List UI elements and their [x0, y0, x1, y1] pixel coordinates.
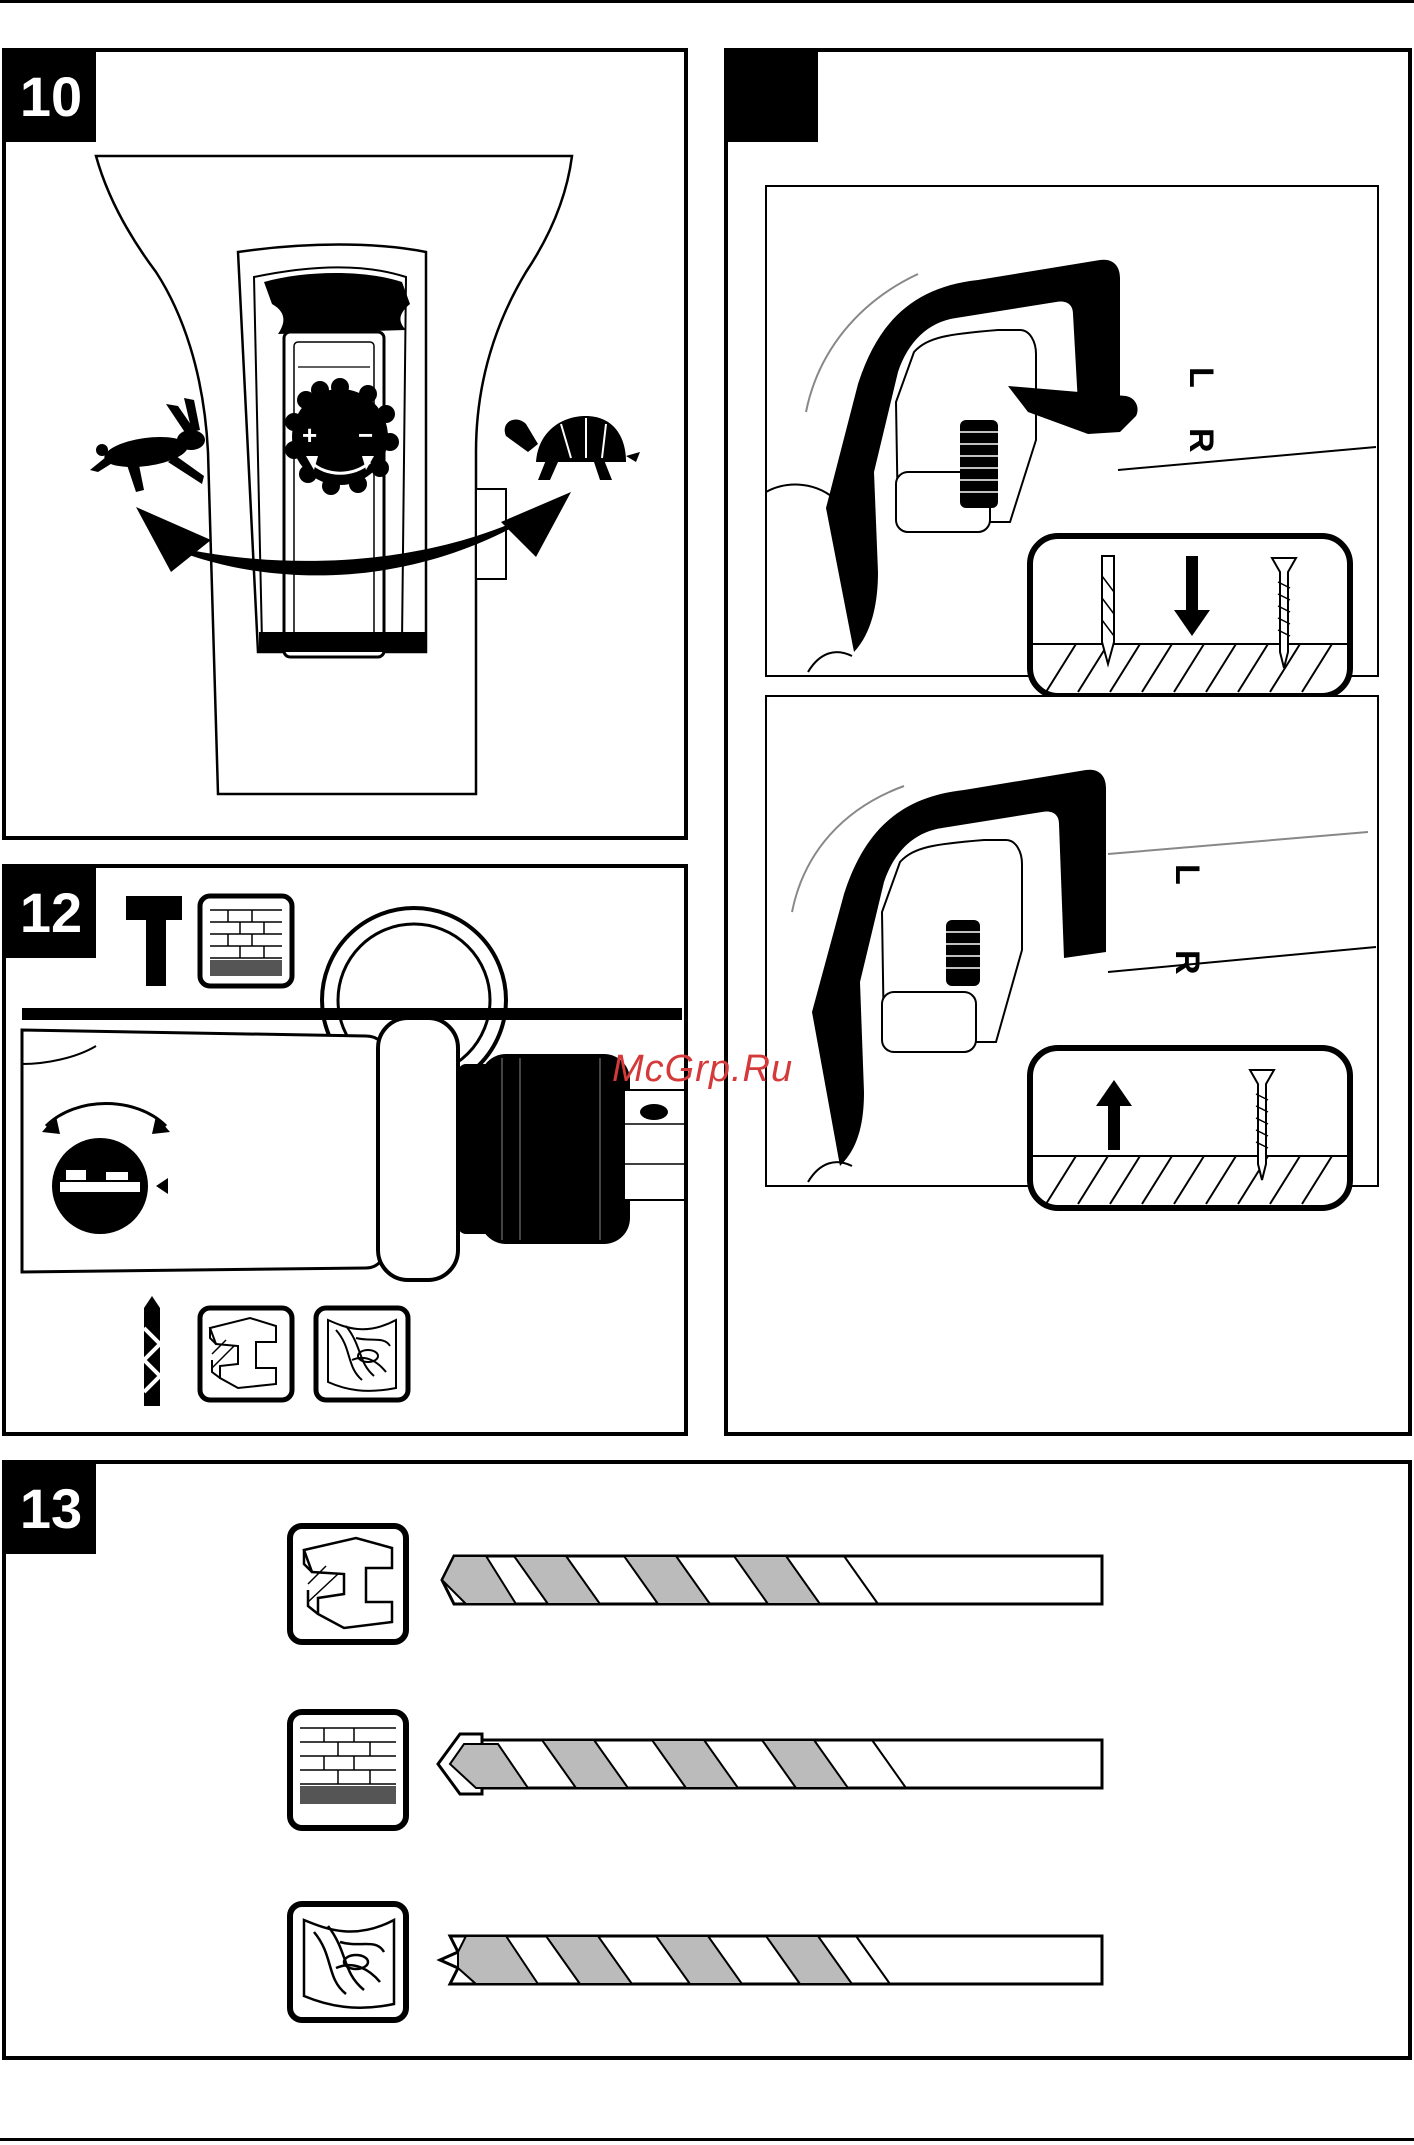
panel-11-rotation-direction: L R — [724, 48, 1412, 1436]
masonry-bit-row — [290, 1712, 1102, 1828]
direction-left-label-bottom: L — [1168, 864, 1206, 885]
panel-12-mode-selector: 12 — [2, 864, 688, 1436]
steel-beam-icon — [290, 1526, 406, 1642]
forward-rotation-scene: L R — [766, 186, 1378, 696]
direction-right-label-bottom: R — [1168, 950, 1206, 975]
brick-wall-icon — [290, 1712, 406, 1828]
hare-icon — [90, 398, 205, 492]
panel-13-drill-bits: 13 — [2, 1460, 1412, 2060]
wood-grain-icon — [290, 1904, 406, 2020]
dial-minus-label: − — [358, 420, 373, 450]
speed-dial-illustration: + − — [6, 52, 688, 840]
wood-bit-row — [290, 1904, 1102, 2020]
chuck — [458, 1054, 630, 1244]
mode-selector-illustration — [6, 868, 688, 1436]
wood-grain-icon — [316, 1308, 408, 1400]
hammer-icon — [126, 896, 182, 986]
panel-10-speed-control: 10 + − — [2, 48, 688, 840]
top-rule — [0, 0, 1414, 3]
brick-wall-icon — [200, 896, 292, 986]
metal-drill-bit — [442, 1556, 1102, 1604]
reverse-rotation-scene: L R — [766, 696, 1378, 1208]
wood-drill-bit — [440, 1936, 1102, 1984]
bottom-rule — [0, 2138, 1414, 2141]
watermark: McGrp.Ru — [612, 1048, 793, 1091]
steel-beam-icon — [200, 1308, 292, 1400]
metal-bit-row — [290, 1526, 1102, 1642]
direction-left-label-top: L — [1182, 367, 1220, 388]
masonry-drill-bit — [438, 1734, 1102, 1794]
tortoise-icon — [505, 416, 640, 480]
direction-switch-illustration: L R — [728, 52, 1412, 1436]
dial-plus-label: + — [302, 420, 317, 450]
drill-bit-chart — [6, 1464, 1412, 2060]
direction-right-label-top: R — [1182, 428, 1220, 453]
drill-bit-icon — [144, 1296, 160, 1406]
